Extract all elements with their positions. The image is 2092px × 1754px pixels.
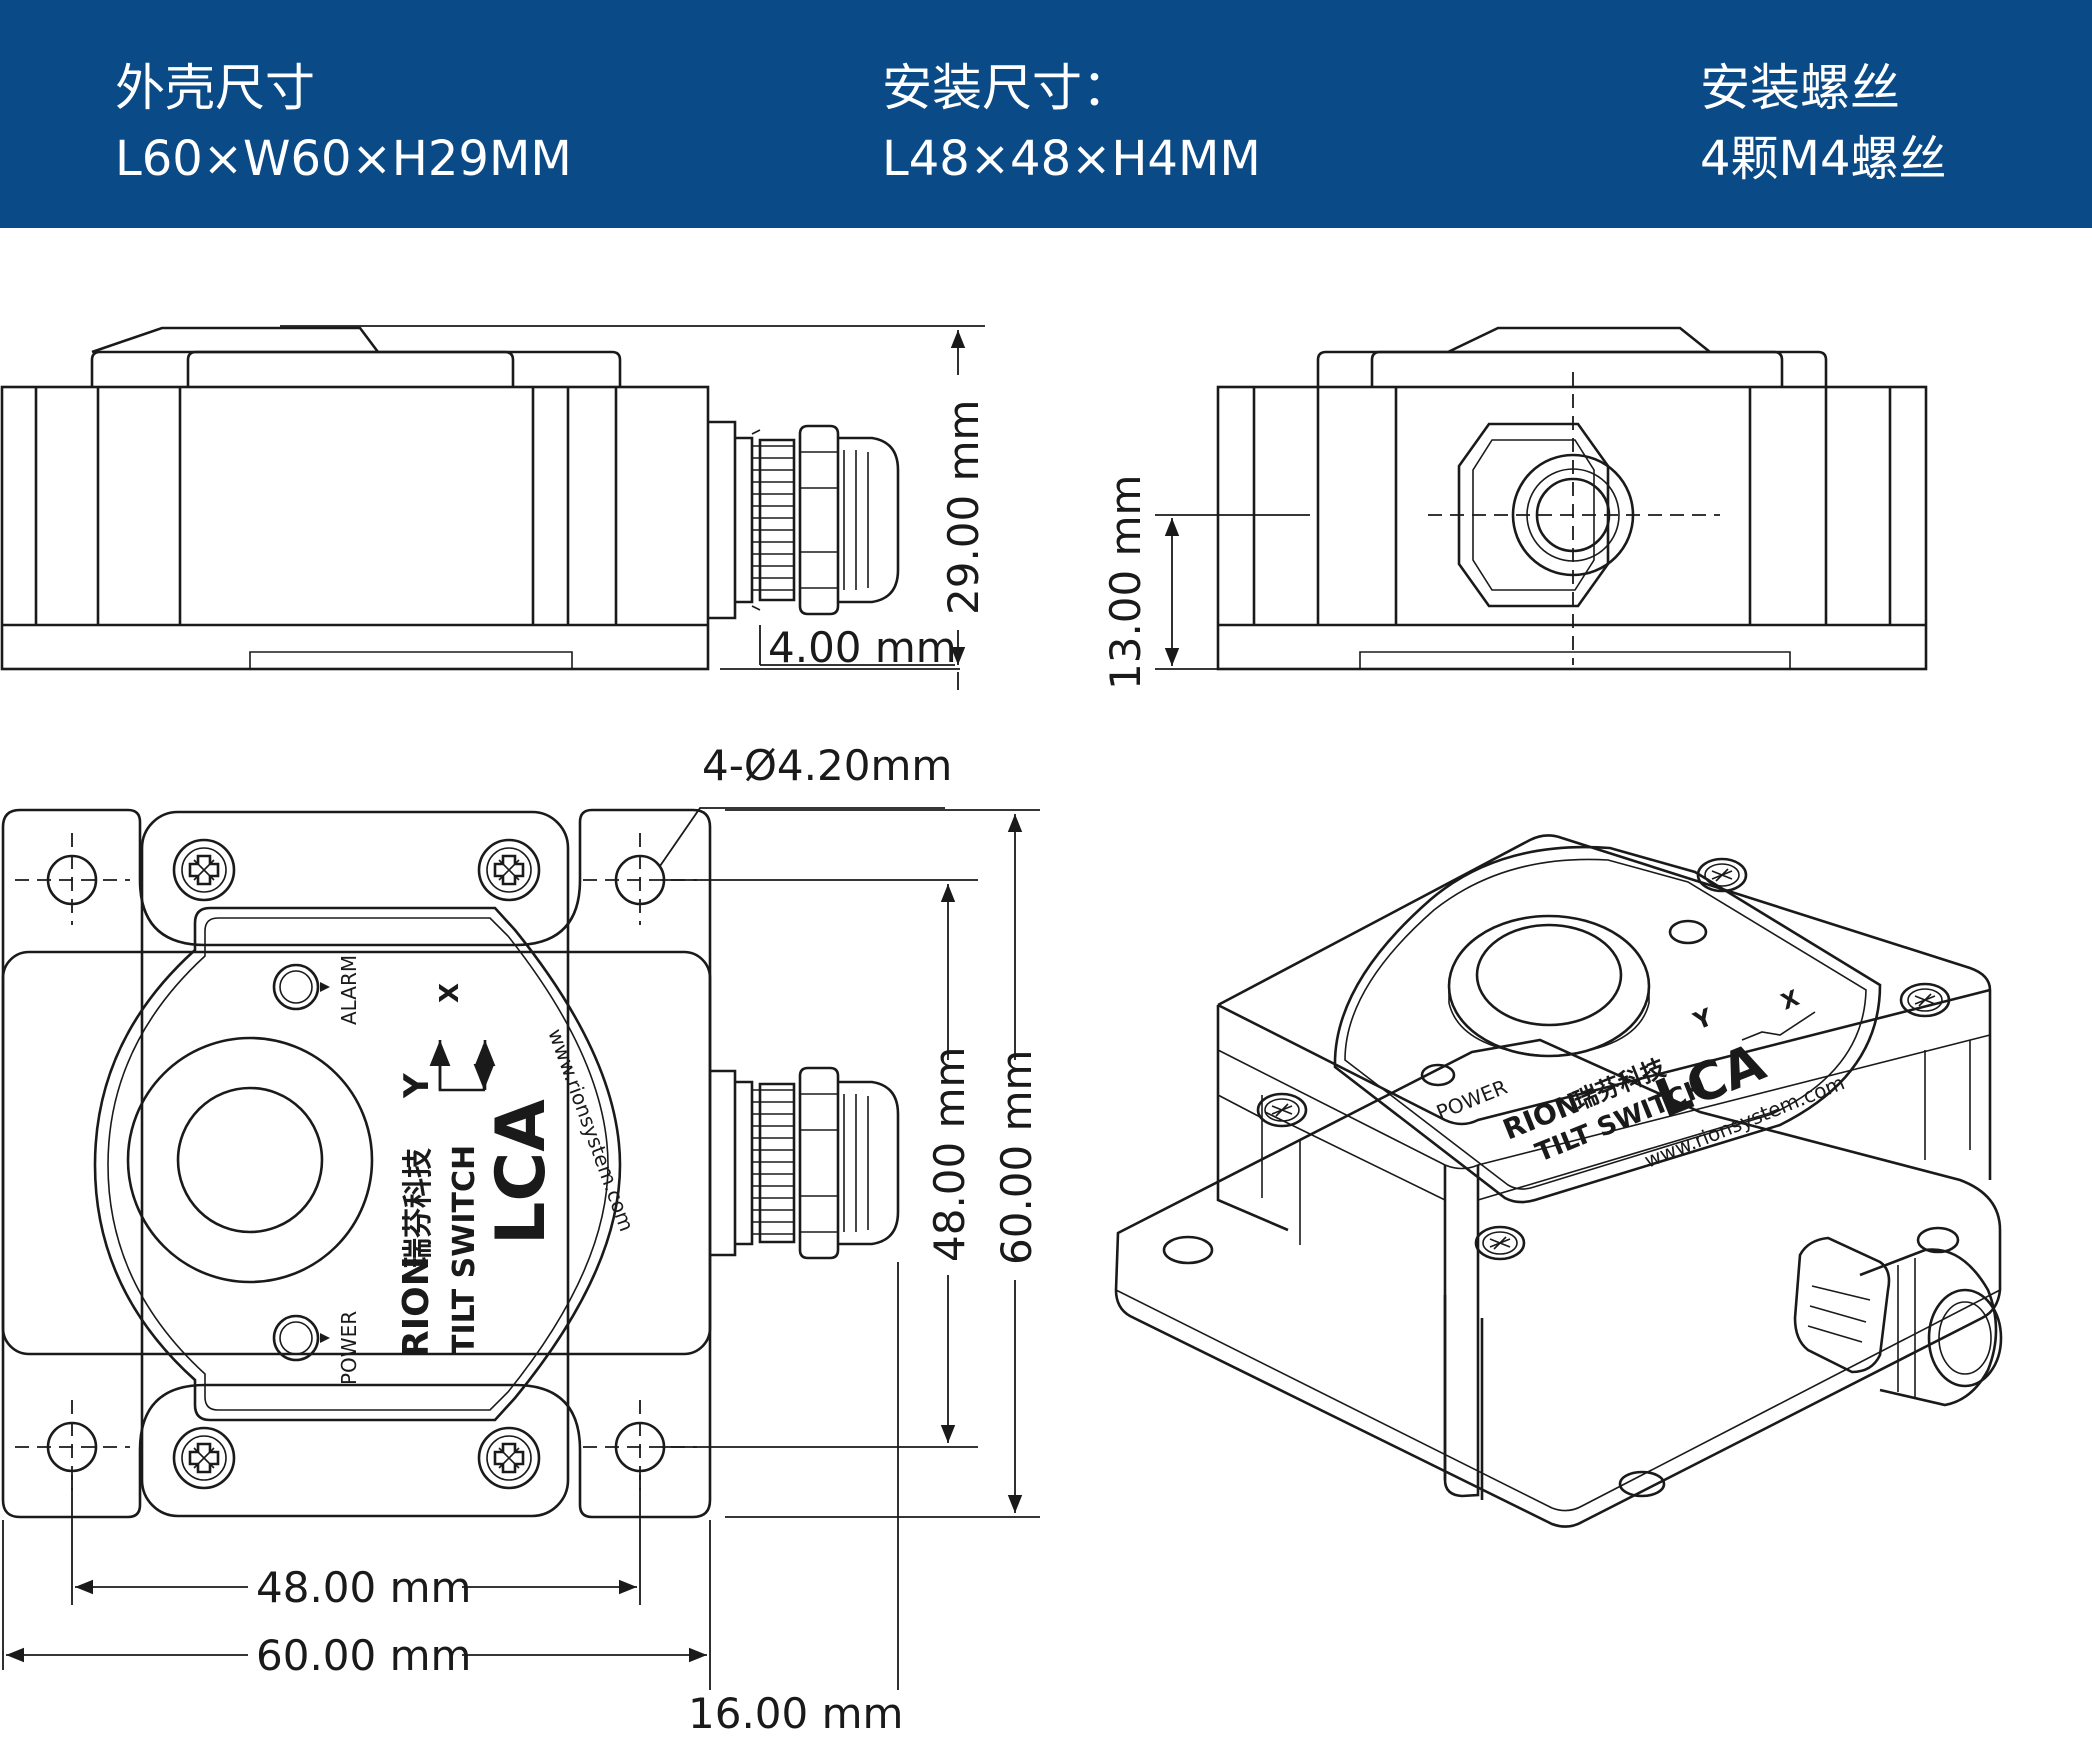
axis-x-label: X [435, 983, 465, 1003]
spec-mounting-screws: 安装螺丝 4颗M4螺丝 [1700, 52, 1947, 194]
spec-value: L48×48×H4MM [882, 131, 1261, 187]
dim-gland-height: 13.00 mm [1101, 475, 1150, 690]
dim-outline-v: 60.00 mm [992, 1050, 1041, 1265]
iso-axis-x-label: X [1778, 986, 1803, 1016]
dim-hole-pitch-h: 48.00 mm [256, 1563, 471, 1612]
dim-gland-length: 16.00 mm [688, 1689, 903, 1738]
iso-axis-y-label: Y [1689, 1003, 1717, 1036]
power-label: POWER [337, 1311, 361, 1385]
isometric-view: POWER RION 瑞芬科技 TILT SWITCH LCA www.rion… [1114, 834, 2003, 1528]
axis-y-label: Y [397, 1073, 437, 1099]
spec-label: 安装尺寸： [882, 59, 1132, 117]
brand-cn-logo: 瑞芬科技 [401, 1148, 436, 1268]
dim-hole-pitch-v: 48.00 mm [925, 1047, 974, 1262]
dimension-lines [3, 325, 1310, 1690]
spec-mounting-size: 安装尺寸： L48×48×H4MM [882, 52, 1261, 194]
side-view [0, 326, 900, 671]
spec-value: 4颗M4螺丝 [1700, 131, 1947, 187]
spec-label: 安装螺丝 [1700, 59, 1900, 117]
brand-logo: RION [396, 1256, 437, 1358]
dim-hole-spec: 4-Ø4.20mm [702, 741, 952, 790]
model-name: LCA [482, 1099, 561, 1245]
spec-value: L60×W60×H29MM [115, 131, 572, 187]
dim-height: 29.00 mm [939, 400, 988, 615]
top-view: ALARM POWER X Y RION 瑞芬科技 TILT SWITCH LC… [1, 808, 900, 1519]
alarm-label: ALARM [337, 955, 361, 1025]
dim-outline-h: 60.00 mm [256, 1631, 471, 1680]
front-view [1216, 326, 1928, 671]
spec-housing-size: 外壳尺寸 L60×W60×H29MM [115, 52, 572, 194]
product-name: TILT SWITCH [447, 1145, 482, 1355]
spec-banner: 外壳尺寸 L60×W60×H29MM 安装尺寸： L48×48×H4MM 安装螺… [0, 0, 2092, 228]
dim-base-thickness: 4.00 mm [768, 623, 957, 672]
spec-label: 外壳尺寸 [115, 59, 315, 117]
